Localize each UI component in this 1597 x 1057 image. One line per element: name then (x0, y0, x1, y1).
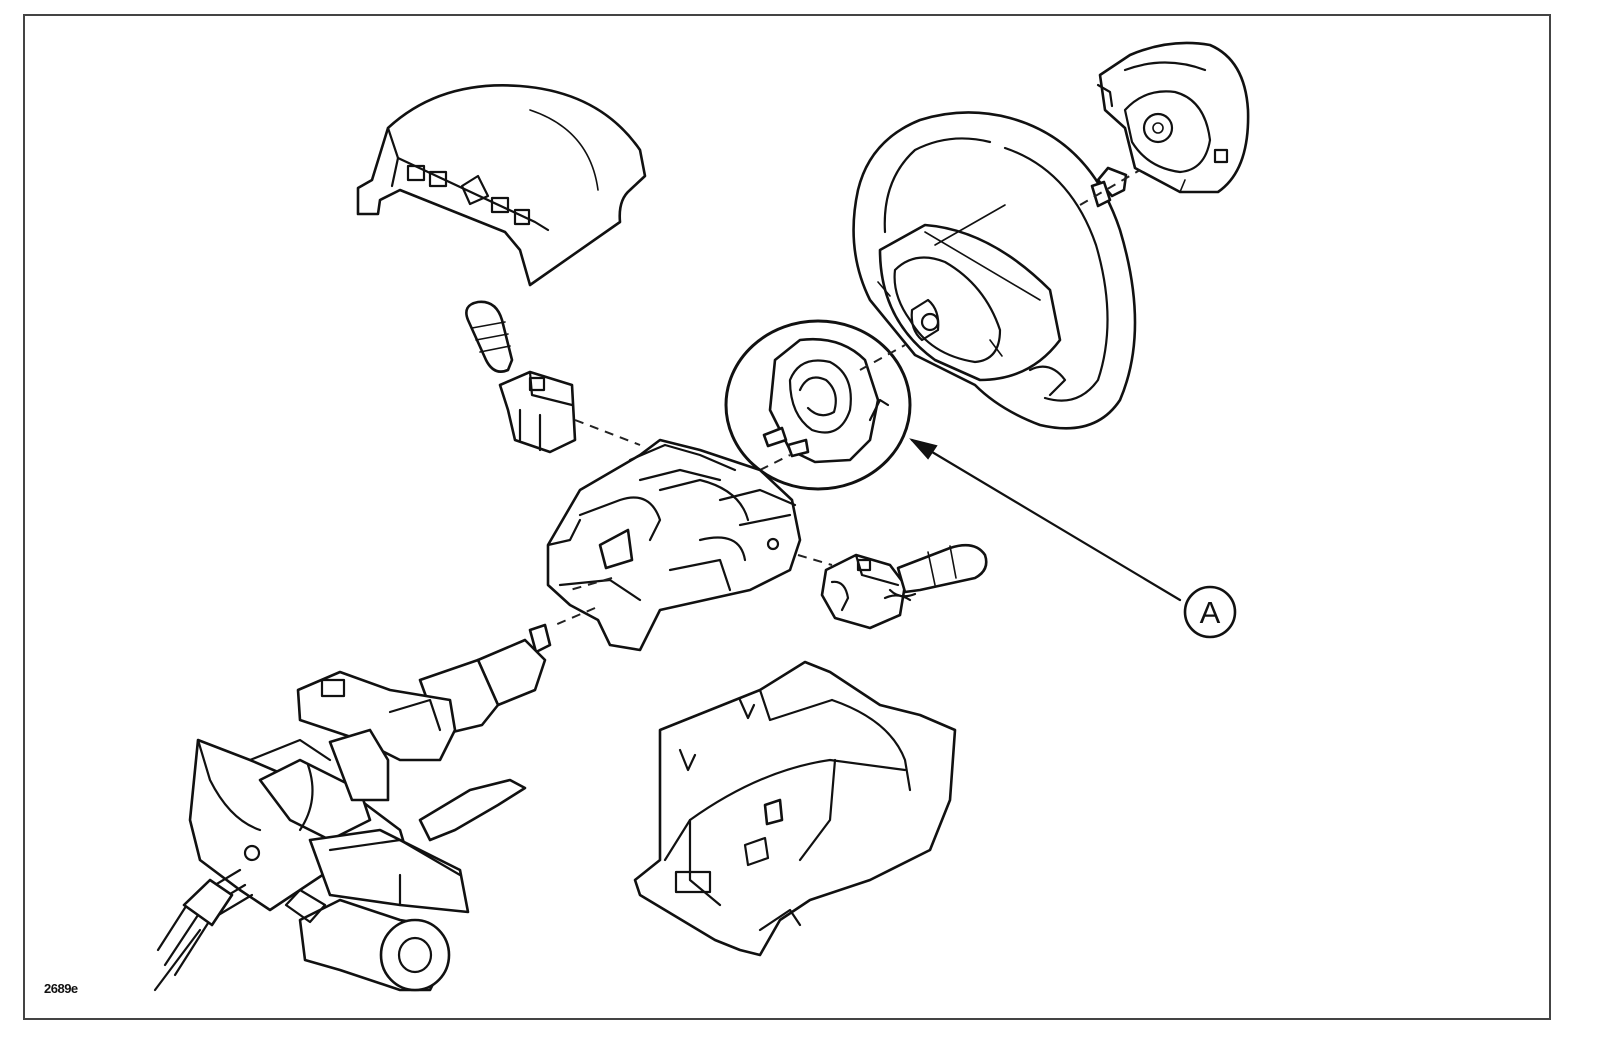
switch-base-housing (546, 438, 833, 652)
diagram-frame (23, 14, 1551, 1020)
lower-column-shroud (633, 660, 957, 957)
ignition-lock-cylinder (284, 888, 451, 992)
upper-column-shroud (356, 84, 647, 287)
steering-column (153, 623, 552, 992)
wheel-bolt (1079, 166, 1141, 208)
steering-wheel (852, 111, 1137, 430)
clock-spring-detail (724, 319, 912, 491)
callout-a: A (909, 438, 1237, 639)
left-combination-switch (465, 300, 641, 454)
figure-code: 2689e (44, 981, 78, 996)
callout-a-label: A (1200, 595, 1221, 630)
driver-airbag-module (1096, 41, 1250, 194)
right-combination-switch (820, 543, 988, 630)
